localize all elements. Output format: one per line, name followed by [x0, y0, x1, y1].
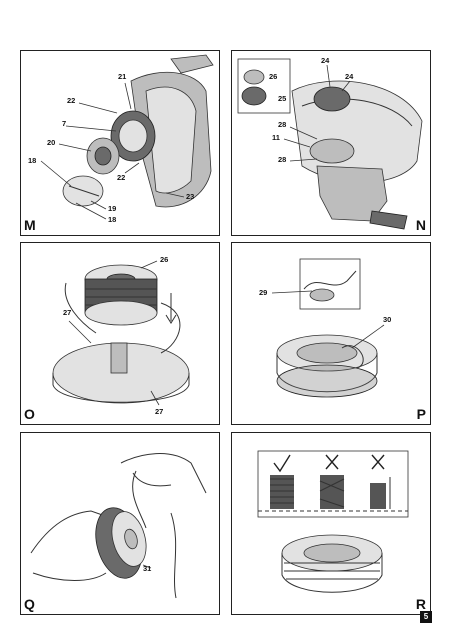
panel-o: 26 27 27 O — [20, 242, 220, 425]
callout-22: 22 — [67, 96, 76, 105]
callout-27-bottom: 27 — [155, 407, 164, 416]
callout-28: 28 — [278, 120, 287, 129]
panel-label-p: P — [416, 406, 426, 422]
panel-label-q: Q — [24, 596, 35, 612]
callout-30: 30 — [383, 315, 392, 324]
callout-22-lower: 22 — [117, 173, 126, 182]
callout-24: 24 — [321, 56, 330, 65]
trimmer-head-exploded-illustration — [40, 54, 214, 220]
cross-icon — [325, 454, 339, 470]
spool-insertion-illustration — [52, 260, 190, 406]
callout-18: 18 — [28, 156, 37, 165]
panel-r: R — [231, 432, 431, 615]
callout-20: 20 — [47, 138, 56, 147]
incorrect-winding-diagram — [319, 475, 345, 509]
panel-m: 21 22 7 20 18 19 18 22 23 M — [20, 50, 220, 236]
line-winding-illustration — [30, 453, 207, 599]
callout-29: 29 — [259, 288, 268, 297]
callout-26: 26 — [269, 72, 278, 81]
callout-19: 19 — [108, 204, 117, 213]
callout-28-lower: 28 — [278, 155, 287, 164]
panel-p: 29 30 P — [231, 242, 431, 425]
callout-7: 7 — [62, 119, 67, 128]
panel-q: 31 Q — [20, 432, 220, 615]
callout-24-right: 24 — [345, 72, 354, 81]
page-number: 5 — [420, 611, 432, 623]
line-anchor-illustration — [271, 258, 385, 398]
trimmer-guard-assembly-illustration — [237, 58, 423, 230]
overfilled-winding-diagram — [370, 477, 391, 509]
panel-label-m: M — [24, 217, 36, 233]
panel-label-r: R — [415, 596, 426, 612]
check-icon — [273, 454, 291, 473]
callout-27-left: 27 — [63, 308, 72, 317]
winding-check-illustration — [257, 450, 409, 593]
cross-icon — [371, 454, 385, 470]
callout-23: 23 — [186, 192, 195, 201]
correct-winding-diagram — [270, 475, 294, 509]
callout-25: 25 — [278, 94, 287, 103]
callout-11: 11 — [272, 133, 280, 142]
panel-n: 24 26 25 24 28 11 28 N — [231, 50, 431, 236]
panel-label-o: O — [24, 406, 35, 422]
panel-label-n: N — [415, 217, 426, 233]
callout-21: 21 — [118, 72, 127, 81]
callout-26: 26 — [160, 255, 169, 264]
callout-31: 31 — [143, 564, 152, 573]
callout-18-bottom: 18 — [108, 215, 117, 224]
